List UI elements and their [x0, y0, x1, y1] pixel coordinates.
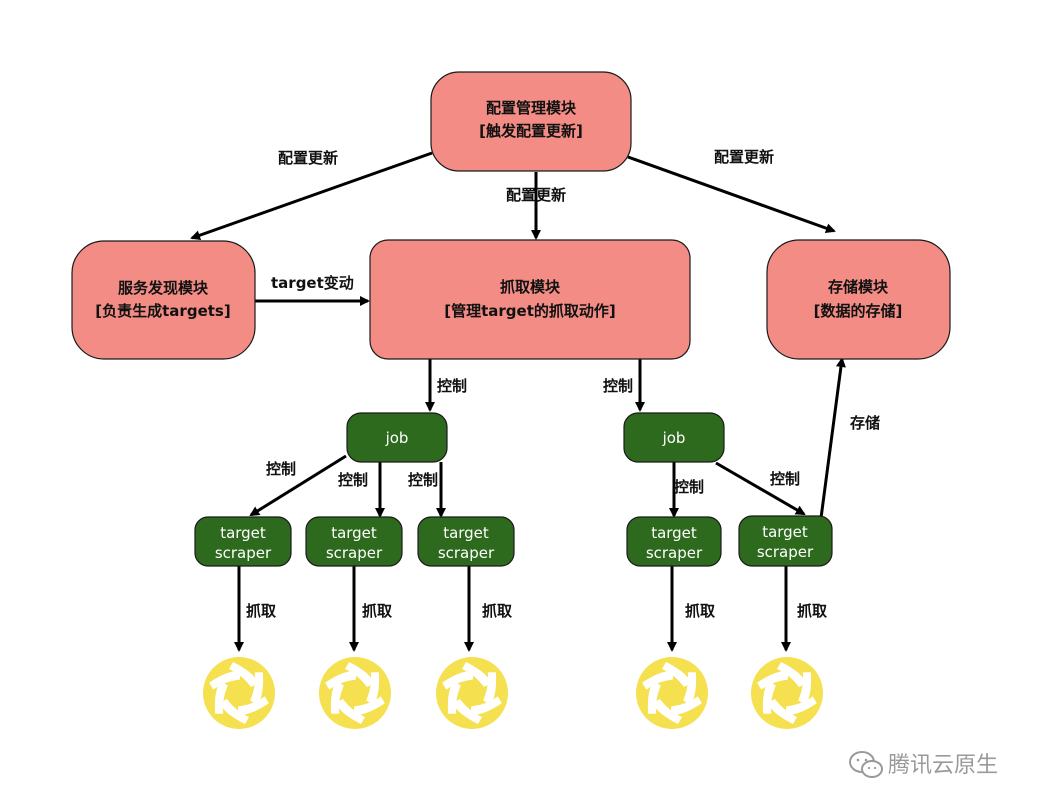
scraper-line2: scraper — [757, 543, 814, 561]
label-job-left-to-scraper3: 控制 — [408, 471, 438, 489]
label-scraper5-to-storage: 存储 — [850, 414, 880, 432]
label-scraper3-to-target3: 抓取 — [482, 602, 513, 620]
scraper-line1: target — [220, 524, 266, 542]
scraper-line1: target — [651, 524, 697, 542]
label-job-left-to-scraper2: 控制 — [338, 471, 368, 489]
scraper-line2: scraper — [646, 544, 703, 562]
job-left-node: job — [346, 412, 448, 463]
job-right-node: job — [623, 412, 725, 463]
label-config-to-scrape: 配置更新 — [506, 186, 566, 204]
scraper-line2: scraper — [326, 544, 383, 562]
scraper-line2: scraper — [215, 544, 272, 562]
storage-module-title: 存储模块 — [828, 278, 889, 296]
label-scrape-to-job-right: 控制 — [603, 377, 633, 395]
discovery-module-title: 服务发现模块 — [118, 279, 209, 297]
label-scraper4-to-target4: 抓取 — [685, 602, 716, 620]
config-module-title: 配置管理模块 — [486, 99, 577, 117]
label-config-to-storage: 配置更新 — [714, 148, 774, 166]
scraper-line2: scraper — [438, 544, 495, 562]
watermark: 腾讯云原生 — [849, 751, 998, 778]
edges — [190, 151, 846, 652]
edge-scraper5-to-storage — [819, 357, 846, 519]
label-job-right-to-scraper4: 控制 — [674, 478, 704, 496]
storage-module-node: 存储模块 [数据的存储] — [766, 239, 951, 360]
discovery-module-node: 服务发现模块 [负责生成targets] — [71, 240, 256, 360]
target-aperture-icon — [435, 657, 509, 729]
target-scraper-node: target scraper — [305, 516, 403, 567]
target-scraper-node: target scraper — [738, 515, 833, 567]
scraper-line1: target — [331, 524, 377, 542]
config-module-subtitle: [触发配置更新] — [479, 122, 583, 140]
target-aperture-icon — [635, 657, 709, 729]
edge-job-right-to-scraper5 — [715, 461, 806, 516]
label-scraper1-to-target1: 抓取 — [246, 602, 277, 620]
label-job-left-to-scraper1: 控制 — [266, 460, 296, 478]
scraper-line1: target — [443, 524, 489, 542]
target-aperture-icon — [202, 657, 276, 729]
edge-config-to-discovery — [190, 151, 433, 241]
watermark-text: 腾讯云原生 — [888, 753, 998, 778]
edge-config-to-storage — [627, 155, 836, 234]
target-aperture-icon — [318, 657, 392, 729]
discovery-module-subtitle: [负责生成targets] — [95, 302, 230, 320]
edge-job-left-to-scraper1 — [249, 454, 347, 517]
label-job-right-to-scraper5: 控制 — [770, 470, 800, 488]
label-scraper5-to-target5: 抓取 — [797, 602, 828, 620]
wechat-icon — [849, 751, 883, 778]
scrape-module-title: 抓取模块 — [500, 278, 561, 296]
target-aperture-icon — [750, 657, 824, 729]
label-scrape-to-job-left: 控制 — [437, 377, 467, 395]
scrape-module-node: 抓取模块 [管理target的抓取动作] — [369, 239, 691, 360]
target-scraper-node: target scraper — [194, 516, 292, 567]
scraper-line1: target — [762, 523, 808, 541]
target-scraper-node: target scraper — [626, 516, 722, 567]
label-discovery-to-scrape: target变动 — [271, 274, 354, 292]
config-module-node: 配置管理模块 [触发配置更新] — [430, 71, 632, 172]
job-right-label: job — [662, 429, 686, 447]
job-left-label: job — [385, 429, 409, 447]
label-scraper2-to-target2: 抓取 — [362, 602, 393, 620]
scrape-module-subtitle: [管理target的抓取动作] — [444, 302, 615, 320]
storage-module-subtitle: [数据的存储] — [814, 302, 903, 320]
target-scraper-node: target scraper — [417, 516, 515, 567]
label-config-to-discovery: 配置更新 — [278, 149, 338, 167]
